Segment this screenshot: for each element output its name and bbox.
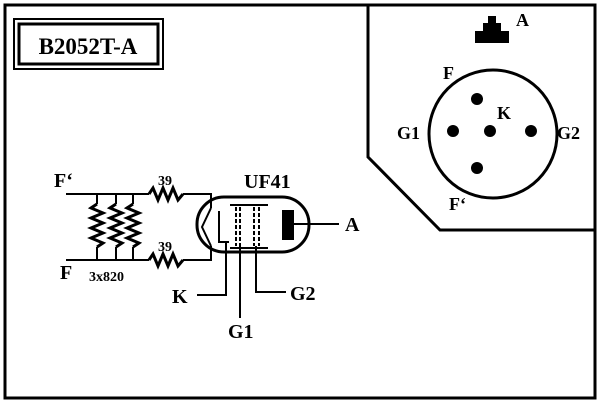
anode-plate <box>282 210 294 240</box>
heater-lead-bottom <box>183 246 212 261</box>
base-pin-k-label: K <box>497 103 511 123</box>
base-panel-border <box>366 6 594 232</box>
resistor-top-label: 39 <box>158 174 172 189</box>
tube-name: UF41 <box>244 171 291 193</box>
cathode-label: K <box>172 286 188 308</box>
outer-frame <box>3 3 597 400</box>
base-pin-f-label: F <box>443 63 454 83</box>
cathode-lead <box>197 242 227 296</box>
resistor-top <box>147 184 185 204</box>
grid1 <box>235 207 241 246</box>
filament-top-label: F‘ <box>54 170 73 192</box>
schematic: F‘ F 3x820 39 39 UF41 <box>54 170 360 343</box>
pin-k-dot <box>484 125 496 137</box>
base-pin-g1-label: G1 <box>397 123 420 143</box>
pin-f-dot <box>471 93 483 105</box>
pin-g1-dot <box>447 125 459 137</box>
resistor-bank-label: 3x820 <box>89 270 124 285</box>
grid2-lead <box>255 246 286 293</box>
resistor-bottom-label: 39 <box>158 240 172 255</box>
grid2-label: G2 <box>290 283 316 305</box>
anode-label: A <box>345 214 360 236</box>
grid1-label: G1 <box>228 321 254 343</box>
base-pin-f2-label: F‘ <box>449 194 466 214</box>
cathode <box>218 211 229 243</box>
filament-bottom-label: F <box>60 262 72 284</box>
pin-f2-dot <box>471 162 483 174</box>
resistor-bank <box>87 194 143 260</box>
pin-g2-dot <box>525 125 537 137</box>
heater-symbol <box>200 207 212 247</box>
base-view-panel: A F K G1 G2 F‘ <box>366 6 594 232</box>
base-pin-g2-label: G2 <box>557 123 580 143</box>
anode-cap-icon <box>475 16 509 43</box>
title-label: B2052T-A <box>39 34 138 59</box>
heater-lead-top <box>183 193 212 208</box>
base-circle <box>427 68 559 200</box>
resistor-bottom <box>147 250 185 270</box>
grid2 <box>253 207 260 246</box>
base-anode-label: A <box>516 10 529 30</box>
title-box: B2052T-A <box>13 18 164 70</box>
